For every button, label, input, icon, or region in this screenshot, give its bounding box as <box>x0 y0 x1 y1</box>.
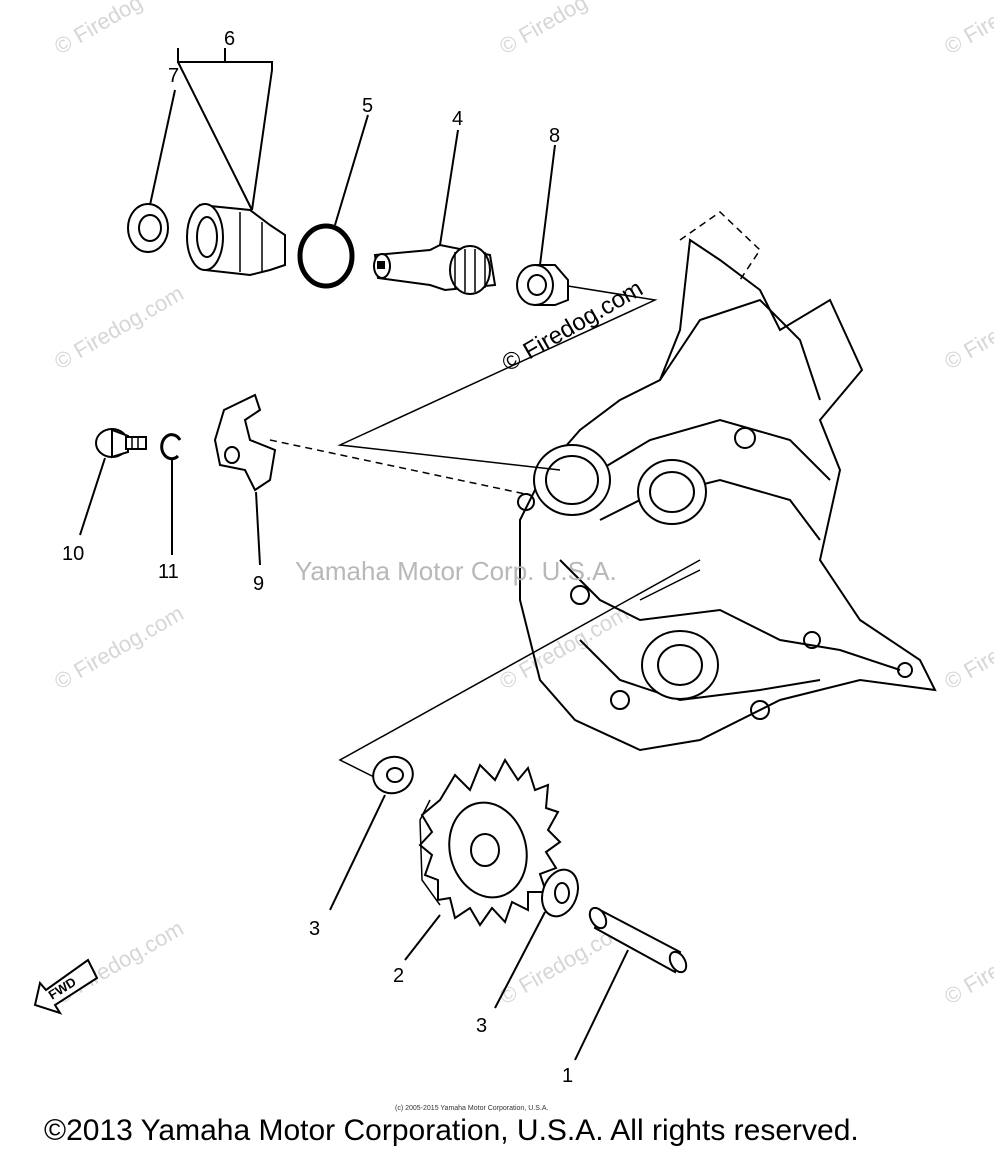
part-3-washer-upper <box>372 755 414 795</box>
label-7: 7 <box>168 65 179 87</box>
part-labels: 6 7 5 4 8 10 11 9 3 2 3 1 <box>62 28 573 1087</box>
watermark: © Firedog <box>50 0 146 59</box>
callout-lines <box>79 48 629 1061</box>
part-7-seal <box>127 203 169 253</box>
watermark: © Firedog <box>940 304 994 374</box>
part-1-pin <box>588 906 688 974</box>
label-3-lower: 3 <box>476 1015 487 1037</box>
copyright-notice: ©2013 Yamaha Motor Corporation, U.S.A. A… <box>44 1114 859 1147</box>
label-8: 8 <box>549 125 560 147</box>
label-4: 4 <box>452 108 463 130</box>
part-2-driven-gear <box>418 757 562 927</box>
watermark: © Firedog <box>495 0 591 59</box>
part-5-o-ring <box>297 223 355 289</box>
fine-print: (c) 2005-2015 Yamaha Motor Corporation, … <box>395 1105 548 1112</box>
watermark: © Firedog <box>940 624 994 694</box>
label-5: 5 <box>362 95 373 117</box>
part-9-plate <box>213 393 277 492</box>
crankcase <box>517 211 937 752</box>
label-6: 6 <box>224 28 235 50</box>
part-11-circlip <box>160 433 182 461</box>
part-6-sleeve <box>186 203 286 277</box>
label-1: 1 <box>562 1065 573 1087</box>
part-10-bolt <box>95 428 147 459</box>
watermark: © Firedog.com <box>50 280 188 374</box>
assembly-lines <box>269 285 701 781</box>
watermark: © Firedog <box>940 939 994 1009</box>
part-4-drive-gear <box>373 243 497 295</box>
watermark: © Firedog <box>940 0 994 59</box>
label-9: 9 <box>253 573 264 595</box>
part-3-washer-lower <box>541 868 579 918</box>
watermark: © Firedog.com <box>495 600 633 694</box>
label-11: 11 <box>158 561 179 583</box>
part-8-bushing <box>516 264 569 306</box>
center-watermark: Yamaha Motor Corp. U.S.A. <box>295 556 617 586</box>
label-2: 2 <box>393 965 404 987</box>
watermark: © Firedog.com <box>50 600 188 694</box>
label-3-upper: 3 <box>309 918 320 940</box>
label-10: 10 <box>62 543 84 565</box>
